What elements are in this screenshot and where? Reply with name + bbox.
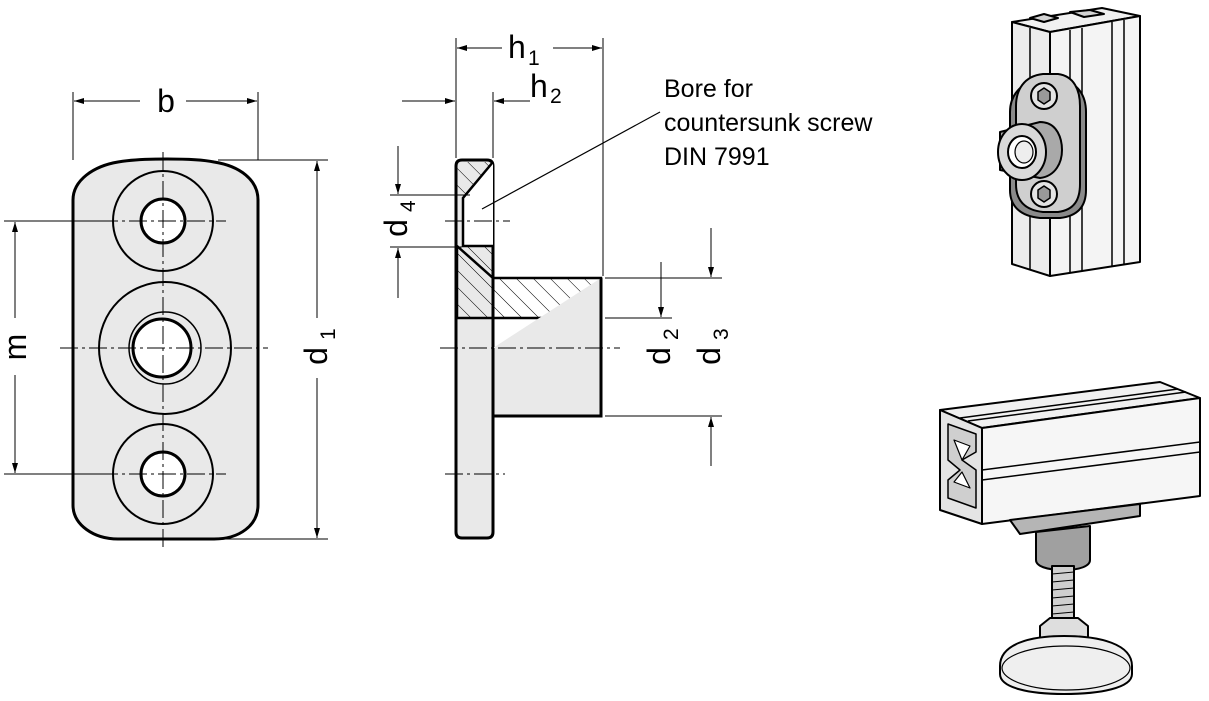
- dimension-h1: [455, 38, 604, 276]
- label-d3-sub: 3: [710, 328, 733, 340]
- countersink-bore: [461, 161, 494, 248]
- label-h1: h: [508, 29, 526, 65]
- label-d1: d: [298, 347, 334, 365]
- label-d2-sub: 2: [660, 328, 683, 340]
- iso-view-horizontal-profile: [939, 381, 1201, 695]
- dimension-m: [4, 220, 112, 475]
- label-d1-sub: 1: [317, 328, 340, 340]
- annotation-line-1: Bore for: [664, 75, 753, 103]
- front-view: b m d 1: [0, 83, 340, 548]
- dimension-d2: [605, 262, 672, 319]
- label-b: b: [157, 83, 175, 119]
- dimension-d4: [390, 146, 470, 298]
- label-d4: d: [378, 219, 414, 237]
- label-d4-sub: 4: [397, 200, 420, 212]
- label-h1-sub: 1: [528, 47, 540, 70]
- section-center-lines: [440, 220, 620, 475]
- label-h2-sub: 2: [550, 85, 562, 108]
- label-d3: d: [691, 347, 727, 365]
- annotation-line-2: countersunk screw: [664, 109, 873, 137]
- label-m: m: [0, 334, 33, 361]
- dimension-h2: [402, 92, 530, 158]
- label-h2: h: [530, 68, 548, 104]
- dimension-b: [72, 92, 259, 160]
- dimension-d1: [218, 159, 328, 540]
- front-view-center-lines: [60, 152, 268, 548]
- annotation-leader: [481, 111, 661, 210]
- annotation-line-3: DIN 7991: [664, 143, 770, 171]
- dimension-d3: [605, 228, 722, 466]
- iso-view-vertical-profile: [997, 7, 1141, 277]
- section-view: h 1 h 2 d 4 d 2: [378, 29, 733, 540]
- label-d2: d: [641, 347, 677, 365]
